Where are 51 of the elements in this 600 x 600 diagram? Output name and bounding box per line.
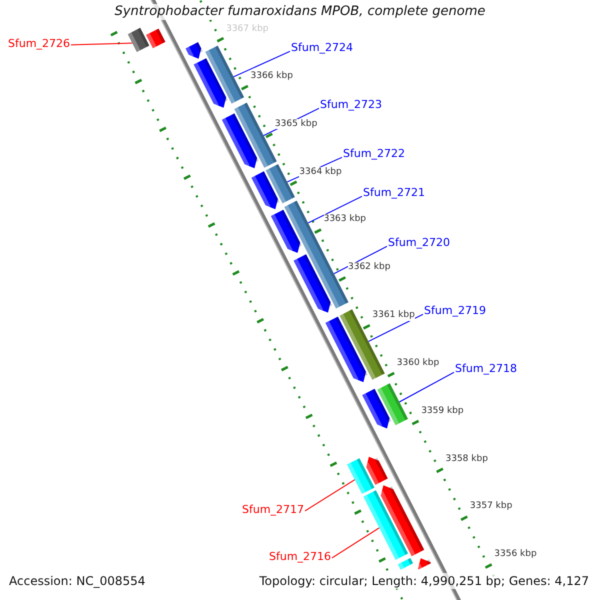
- gene-block: [284, 200, 348, 308]
- gene-block: [194, 58, 228, 108]
- leader-line: [398, 372, 454, 402]
- gene-block: [266, 164, 295, 204]
- scale-label: 3357 kbp: [470, 501, 512, 512]
- leader-line: [368, 314, 424, 342]
- gene-block: [294, 254, 332, 313]
- gene-block: [146, 28, 166, 48]
- gene-block: [347, 458, 374, 494]
- scale-label: 3365 kbp: [274, 118, 318, 130]
- scale-label: 3363 kbp: [324, 214, 366, 226]
- gene-block: [186, 42, 203, 59]
- gene-block: [222, 113, 258, 168]
- gene-block: [362, 388, 392, 428]
- gene-block: [205, 46, 244, 104]
- gene-block: [364, 456, 388, 485]
- gene-label: Sfum_2726: [8, 37, 70, 50]
- scale-label: 3358 kbp: [446, 454, 488, 464]
- gene-label: Sfum_2717: [242, 503, 304, 516]
- gene-block: [128, 28, 150, 52]
- scale-label: 3359 kbp: [421, 406, 464, 416]
- leader-line: [70, 42, 133, 46]
- gene-label: Sfum_2718: [455, 362, 518, 376]
- leader-line: [304, 479, 356, 512]
- gene-label: Sfum_2721: [363, 186, 426, 200]
- scale-label: 3362 kbp: [348, 262, 390, 273]
- leader-line: [233, 50, 290, 78]
- gene-block: [416, 558, 431, 570]
- scale-label: 3356 kbp: [494, 549, 537, 560]
- gene-label: Sfum_2722: [343, 147, 406, 160]
- gene-block: [251, 171, 280, 210]
- gene-block: [363, 490, 408, 560]
- scale-label: 3366 kbp: [250, 70, 293, 82]
- gene-block: [234, 102, 277, 168]
- gene-label: Sfum_2719: [424, 304, 486, 318]
- gene-label: Sfum_2716: [269, 550, 332, 564]
- gene-block: [398, 558, 414, 570]
- leader-line: [308, 196, 362, 224]
- scale-label: 3361 kbp: [372, 310, 415, 321]
- gene-block: [379, 485, 424, 556]
- leader-line: [332, 527, 380, 558]
- scale-label: 3364 kbp: [299, 166, 342, 178]
- gene-label: Sfum_2720: [388, 236, 450, 250]
- scale-label: 3360 kbp: [396, 358, 440, 369]
- scale-label: 3367 kbp: [226, 24, 268, 35]
- gene-block: [377, 383, 408, 426]
- gene-block: [270, 210, 302, 253]
- leader-line: [334, 246, 388, 274]
- gene-label: Sfum_2724: [291, 41, 354, 54]
- gene-block: [325, 316, 368, 382]
- gene-label: Sfum_2723: [320, 98, 382, 112]
